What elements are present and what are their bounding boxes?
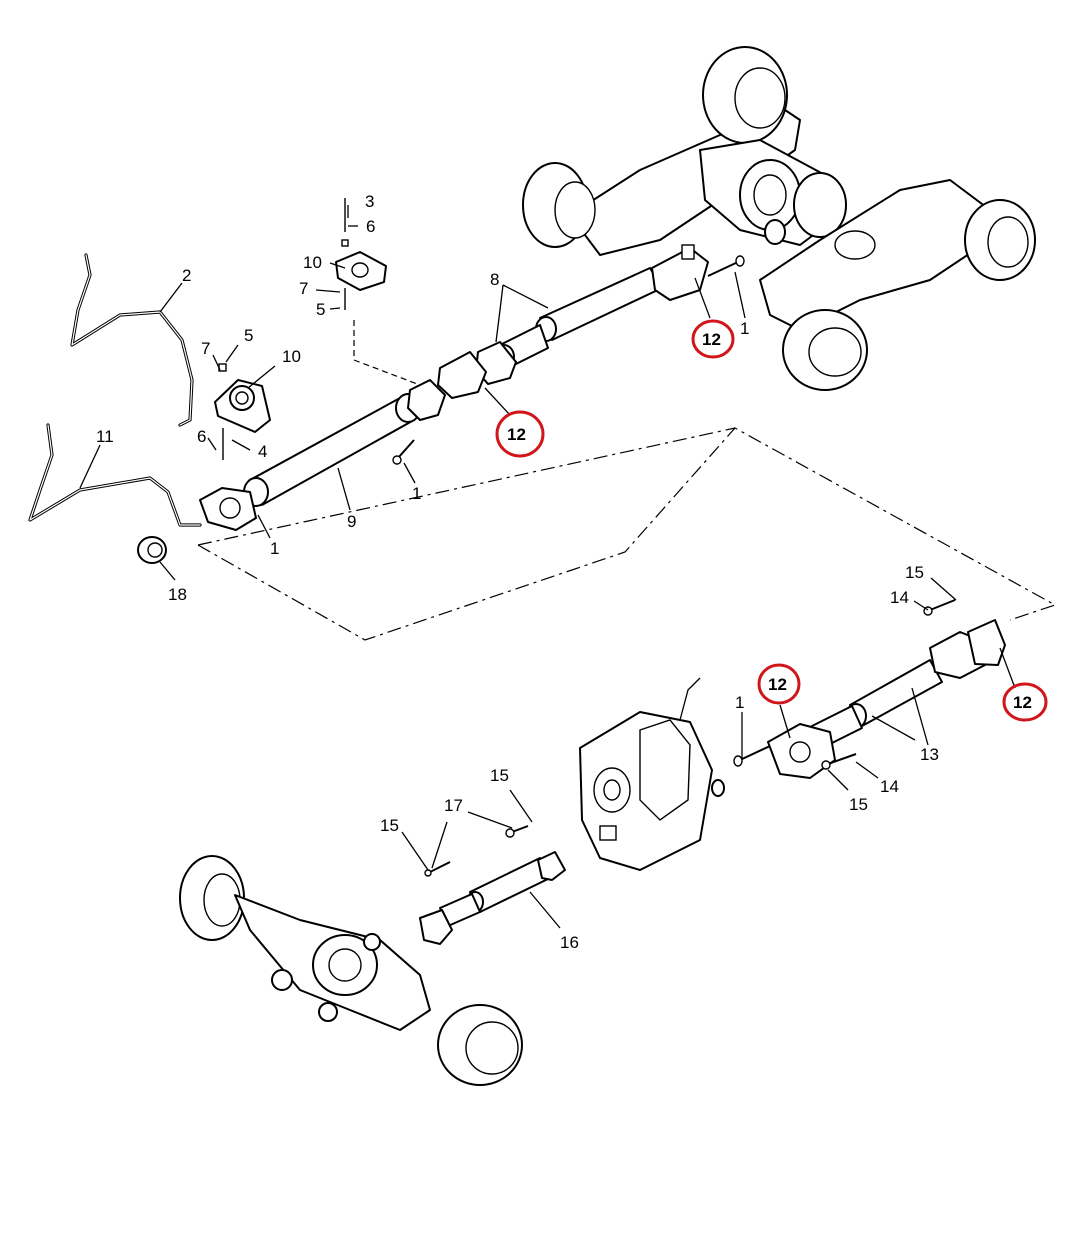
callout-3: 3 [365, 192, 374, 211]
bolt-14-top [923, 599, 956, 616]
callout-18: 18 [168, 585, 187, 604]
callout-15: 15 [380, 816, 399, 835]
callout-15: 15 [490, 766, 509, 785]
drive-shaft-8 [493, 267, 663, 370]
callout-5: 5 [244, 326, 253, 345]
bolt-1-lower [733, 745, 771, 767]
callout-12: 12 [507, 425, 526, 444]
callout-2: 2 [182, 266, 191, 285]
callout-13: 13 [920, 745, 939, 764]
callout-12: 12 [702, 330, 721, 349]
highlight-ring [691, 319, 735, 359]
leader-lines [79, 205, 1016, 929]
yoke-lower-left [767, 723, 836, 779]
callout-12: 12 [768, 675, 787, 694]
guide-line [353, 320, 421, 386]
highlight-ring [1002, 682, 1048, 722]
callout-12: 12 [1013, 693, 1032, 712]
callout-9: 9 [347, 512, 356, 531]
callout-7: 7 [299, 279, 308, 298]
callout-16: 16 [560, 933, 579, 952]
bolt-17 [505, 825, 529, 838]
hose-2 [70, 253, 194, 427]
callout-17: 17 [444, 796, 463, 815]
assembly-boundary-line [197, 427, 1057, 641]
callout-5: 5 [316, 300, 325, 319]
assembly-boundary-line-2 [197, 427, 736, 546]
callout-14: 14 [890, 588, 909, 607]
front-axle [179, 855, 523, 1086]
front-yoke-left [199, 487, 257, 531]
bolt-14-lower [821, 753, 857, 770]
hose-11 [28, 423, 202, 527]
support-bearing-10-left [214, 363, 271, 460]
callout-10: 10 [282, 347, 301, 366]
yoke-upper-left [437, 341, 517, 399]
callout-14: 14 [880, 777, 899, 796]
drive-shaft-16 [419, 851, 566, 945]
callouts: 3 6 10 7 5 2 7 5 10 11 6 4 8 1 12 12 1 9… [96, 192, 1032, 952]
callout-1: 1 [740, 319, 749, 338]
highlight-rings [495, 319, 1048, 722]
callout-15: 15 [849, 795, 868, 814]
callout-15: 15 [905, 563, 924, 582]
highlight-ring [757, 663, 801, 705]
callout-1: 1 [735, 693, 744, 712]
callout-4: 4 [258, 442, 267, 461]
yoke-lower-right [929, 619, 1006, 679]
callout-7: 7 [201, 339, 210, 358]
callout-10: 10 [303, 253, 322, 272]
bolt-1-top [707, 255, 745, 277]
callout-6: 6 [197, 427, 206, 446]
callout-1: 1 [270, 539, 279, 558]
callout-11: 11 [96, 427, 114, 446]
drive-shaft-9 [243, 379, 446, 507]
bolt-15-left [424, 861, 451, 877]
tandem-axle-assembly [522, 46, 1036, 391]
callout-1: 1 [412, 484, 421, 503]
nut-18 [137, 536, 167, 564]
transmission [579, 677, 725, 871]
callout-6: 6 [366, 217, 375, 236]
callout-8: 8 [490, 270, 499, 289]
bolt-1-mid [392, 439, 415, 465]
highlight-ring [495, 410, 545, 458]
support-bearing-10-top [335, 198, 387, 310]
